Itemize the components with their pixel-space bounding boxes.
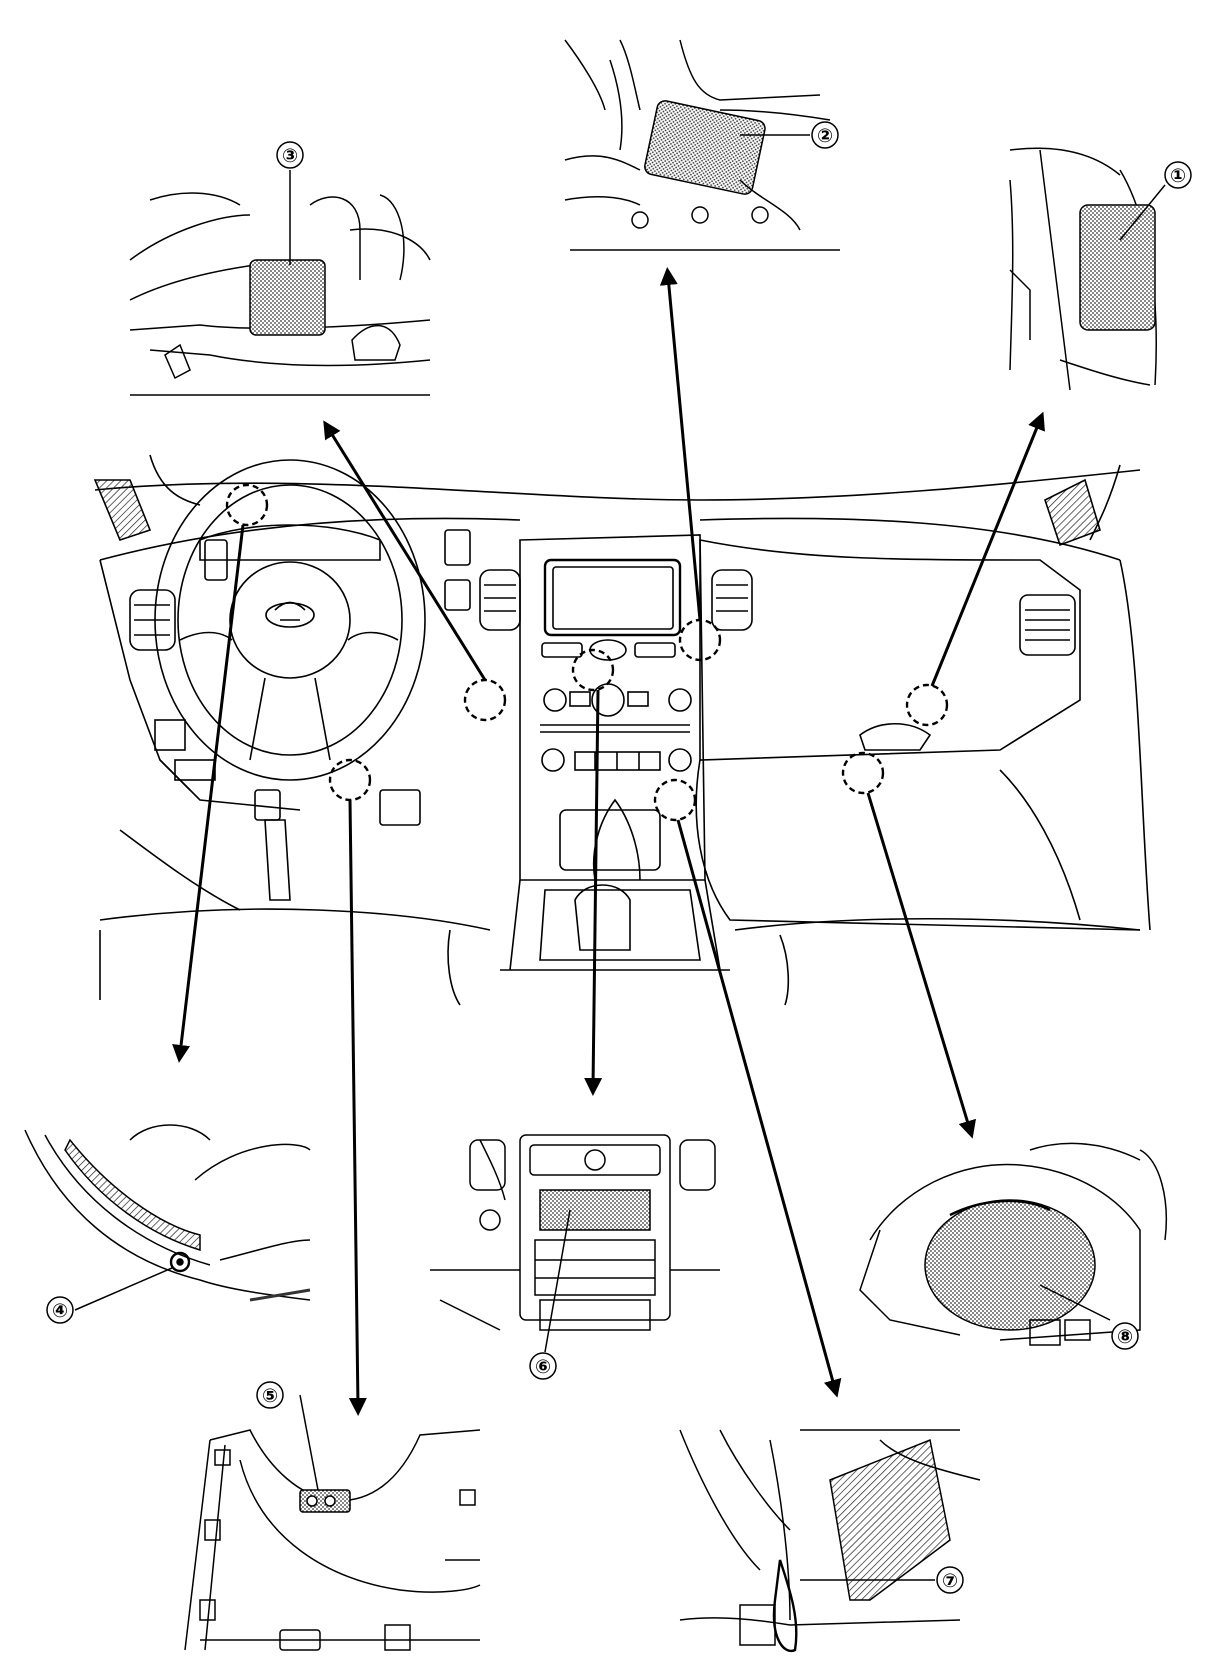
module-6 <box>539 1189 651 1231</box>
marker-5 <box>328 758 372 802</box>
marker-1 <box>905 683 949 727</box>
marker-3 <box>463 678 507 722</box>
callout-8-label: ⑧ <box>1117 1326 1133 1348</box>
leader-arrows <box>172 267 1045 1416</box>
callout-5-label: ⑤ <box>262 1385 278 1407</box>
inset-2 <box>564 39 840 251</box>
motor-8 <box>924 1199 1096 1331</box>
actuator-3 <box>249 259 326 336</box>
marker-6 <box>571 648 615 692</box>
marker-4 <box>225 483 269 527</box>
callout-2-label: ② <box>817 125 833 147</box>
arrow-to-8 <box>866 792 977 1139</box>
callout-4: ④ <box>46 1296 74 1324</box>
callout-6: ⑥ <box>529 1352 557 1380</box>
callout-2: ② <box>811 121 839 149</box>
inset-8 <box>859 1142 1168 1346</box>
arrow-to-3 <box>323 420 487 681</box>
marker-7 <box>653 778 697 822</box>
callout-3: ③ <box>276 141 304 169</box>
callout-6-label: ⑥ <box>535 1356 551 1378</box>
inset-5 <box>184 1394 481 1651</box>
actuator-2 <box>644 100 766 195</box>
arrow-to-5 <box>348 799 367 1416</box>
callout-5: ⑤ <box>256 1381 284 1409</box>
callout-1: ① <box>1164 161 1192 189</box>
callout-3-label: ③ <box>282 145 298 167</box>
callout-7-label: ⑦ <box>942 1570 958 1592</box>
callout-1-label: ① <box>1170 165 1186 187</box>
callout-8: ⑧ <box>1111 1322 1139 1350</box>
inset-6 <box>430 1134 720 1353</box>
inset-1 <box>1009 147 1166 391</box>
arrow-to-7 <box>676 819 842 1398</box>
arrow-to-1 <box>930 411 1045 687</box>
actuator-1 <box>1079 204 1156 331</box>
inset-7 <box>679 1429 981 1653</box>
inset-4 <box>24 1124 311 1311</box>
arrow-to-2 <box>659 267 702 621</box>
arrow-to-4 <box>172 524 245 1063</box>
callout-7: ⑦ <box>936 1566 964 1594</box>
location-markers <box>225 483 949 822</box>
dashboard-overview <box>93 454 1151 1006</box>
inset-3 <box>129 170 431 396</box>
callout-4-label: ④ <box>52 1300 68 1322</box>
arrow-to-6 <box>584 689 603 1096</box>
marker-8 <box>841 751 885 795</box>
